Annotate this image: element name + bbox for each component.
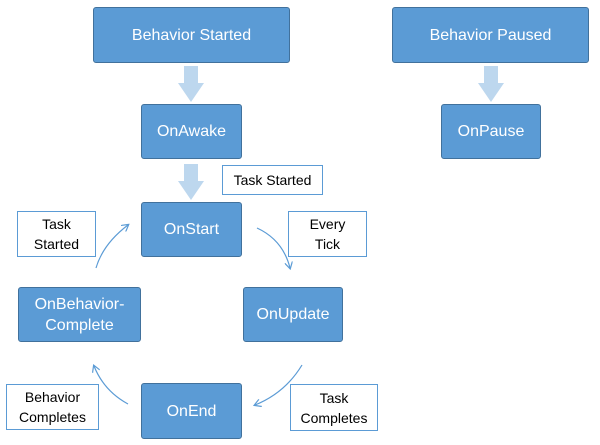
curve-end-to-behavior	[94, 366, 129, 405]
task-started-note-left: Task Started	[17, 211, 96, 257]
curve-start-to-update	[256, 227, 290, 268]
behavior-started-node: Behavior Started	[93, 7, 290, 63]
curve-update-to-end	[255, 364, 303, 405]
on-end-node: OnEnd	[141, 383, 242, 439]
block-arrow-paused-to-pause	[478, 66, 504, 102]
behavior-completes-note: Behavior Completes	[6, 384, 99, 430]
block-arrow-awake-to-start	[178, 164, 204, 200]
behavior-paused-node: Behavior Paused	[392, 7, 589, 63]
on-start-node: OnStart	[141, 202, 242, 257]
on-update-node: OnUpdate	[243, 287, 343, 342]
on-pause-node: OnPause	[441, 104, 541, 159]
every-tick-note: Every Tick	[288, 211, 367, 257]
on-awake-node: OnAwake	[141, 104, 242, 159]
curve-behavior-to-start	[95, 225, 128, 269]
task-started-note-top: Task Started	[222, 165, 323, 195]
on-behavior-complete-node: OnBehavior- Complete	[18, 287, 141, 342]
task-completes-note: Task Completes	[290, 384, 378, 431]
block-arrow-started-to-awake	[178, 66, 204, 102]
